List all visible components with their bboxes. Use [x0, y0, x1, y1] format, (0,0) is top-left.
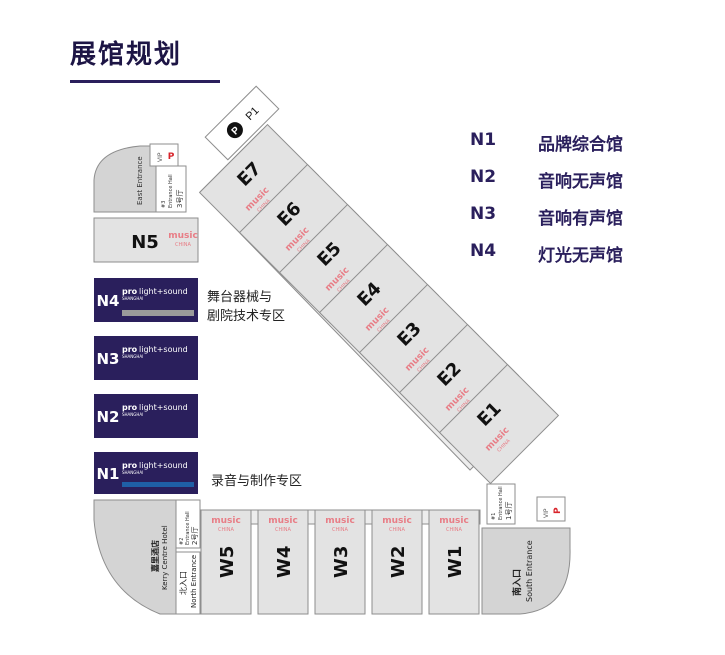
south-entrance-cn: 南入口 — [511, 569, 523, 596]
shanghai-logo: SHANGHAI — [122, 354, 143, 359]
hall-label: W4 — [274, 546, 295, 578]
vip-box-south — [536, 496, 566, 522]
hall2-num: #2 — [179, 538, 185, 545]
prolight-logo-a: pro — [122, 403, 138, 412]
south-entrance-en: South Entrance — [525, 540, 534, 602]
legend-name: 音响无声馆 — [538, 172, 623, 192]
china-logo: CHINA — [332, 527, 348, 533]
music-logo: music — [268, 516, 298, 526]
china-logo: CHINA — [275, 527, 291, 533]
music-logo: music — [211, 516, 241, 526]
legend-name: 品牌综合馆 — [538, 135, 623, 155]
shanghai-logo: SHANGHAI — [122, 296, 143, 301]
hall1-num: #1 — [491, 513, 497, 520]
hall-label: N4 — [97, 292, 120, 310]
hall3-cn: 3号厅 — [176, 190, 184, 208]
north-entrance-cn: 北入口 — [179, 571, 188, 595]
north-entrance-area — [93, 499, 177, 615]
hall-label: N1 — [97, 465, 120, 483]
china-logo: CHINA — [446, 527, 462, 533]
legend-name: 灯光无声馆 — [538, 246, 623, 266]
hall-label: N3 — [97, 350, 120, 368]
hall-w3[interactable]: music CHINA W3 — [314, 509, 366, 615]
legend-name: 音响有声馆 — [538, 209, 623, 229]
parking-icon: P — [553, 507, 563, 514]
hall-label: N5 — [131, 232, 159, 253]
hall-label: W2 — [388, 546, 409, 578]
east-entrance-label: East Entrance — [136, 156, 144, 205]
hall-label: W3 — [331, 546, 352, 578]
hall-label: N2 — [97, 408, 120, 426]
entrance-hall-2[interactable] — [175, 499, 201, 549]
zone-label-n1: 录音与制作专区 — [211, 473, 302, 489]
shanghai-logo: SHANGHAI — [122, 470, 143, 475]
entrance-hall-1[interactable] — [486, 483, 516, 525]
hall2-cn: 2号厅 — [191, 527, 199, 545]
north-entrance-en: North Entrance — [190, 555, 198, 608]
parking-icon: P — [168, 152, 175, 162]
prolight-logo-b: light+sound — [139, 403, 188, 412]
parking-icon — [226, 122, 243, 139]
hall-w1[interactable]: music CHINA W1 — [428, 509, 480, 615]
hall2-en: Entrance Hall — [185, 511, 191, 545]
music-logo: music — [382, 516, 412, 526]
entrance-hall-3[interactable] — [155, 165, 187, 213]
vip-label: VIP — [543, 508, 550, 518]
music-logo: music — [168, 231, 198, 241]
north-entrance[interactable] — [175, 551, 201, 615]
prolight-logo-a: pro — [122, 287, 138, 296]
hall-w2[interactable]: music CHINA W2 — [371, 509, 423, 615]
shanghai-logo: SHANGHAI — [122, 412, 143, 417]
hall-w5[interactable]: music CHINA W5 — [200, 509, 252, 615]
hall-label: W1 — [445, 546, 466, 578]
hall-e7[interactable]: E7 music CHINA — [198, 123, 320, 245]
hall3-en: Entrance Hall — [168, 174, 174, 208]
prolight-logo-b: light+sound — [139, 461, 188, 470]
china-logo: CHINA — [175, 242, 191, 248]
legend-code: N3 — [470, 204, 497, 224]
hall1-en: Entrance Hall — [498, 486, 504, 520]
page-title: 展馆规划 — [70, 40, 183, 70]
zone-label-n4-line2: 剧院技术专区 — [207, 309, 285, 324]
hall-n3[interactable] — [94, 336, 198, 380]
china-logo: CHINA — [218, 527, 234, 533]
legend-code: N4 — [470, 241, 497, 261]
hall3-num: #3 — [161, 201, 167, 208]
prolight-logo-b: light+sound — [139, 287, 188, 296]
zone-label-n4-line1: 舞台器械与 — [207, 290, 272, 305]
legend-code: N2 — [470, 167, 497, 187]
prolight-logo-a: pro — [122, 345, 138, 354]
china-logo: CHINA — [389, 527, 405, 533]
hall-label: W5 — [217, 546, 238, 578]
parking-p1[interactable]: P P1 — [204, 85, 280, 161]
n1-color-bar — [122, 482, 194, 487]
hall-n2[interactable] — [94, 394, 198, 438]
hall-e1[interactable]: E1 music CHINA — [438, 363, 560, 485]
title-underline — [70, 80, 220, 83]
vip-label: VIP — [157, 152, 164, 162]
east-entrance-area — [93, 145, 157, 213]
n4-color-bar — [122, 310, 194, 316]
kerry-hotel-cn: 嘉里酒店 — [150, 540, 160, 573]
kerry-hotel-en: Kerry Centre Hotel — [161, 525, 169, 590]
hall-e5[interactable]: E5 music CHINA — [278, 203, 400, 325]
legend-code: N1 — [470, 130, 497, 150]
hall1-cn: 1号厅 — [505, 502, 513, 520]
hall-e6[interactable]: E6 music CHINA — [238, 163, 360, 285]
prolight-logo-a: pro — [122, 461, 138, 470]
music-logo: music — [439, 516, 469, 526]
hall-w4[interactable]: music CHINA W4 — [257, 509, 309, 615]
hall-n5[interactable] — [93, 217, 199, 263]
music-logo: music — [325, 516, 355, 526]
prolight-logo-b: light+sound — [139, 345, 188, 354]
south-entrance-area — [481, 527, 571, 615]
